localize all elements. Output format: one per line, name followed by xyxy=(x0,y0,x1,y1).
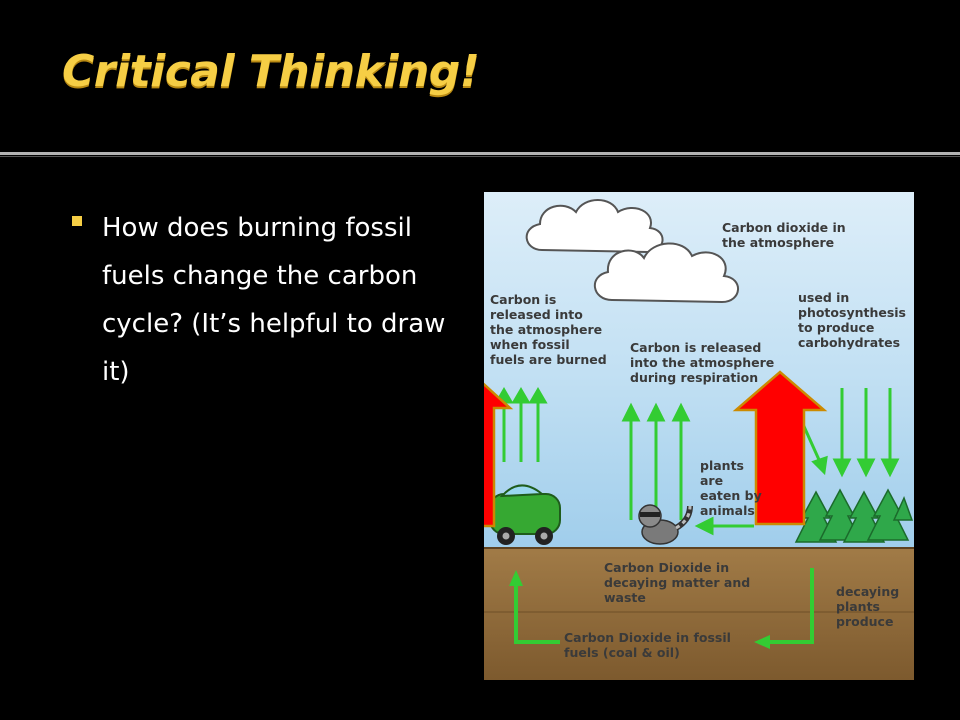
carbon-cycle-diagram: Carbon dioxide in the atmosphere Carbon … xyxy=(484,192,914,680)
photosynthesis-arrows xyxy=(800,388,900,478)
car-icon xyxy=(489,484,561,545)
fossil-release-arrows xyxy=(494,387,548,462)
diagram-graphics xyxy=(484,192,914,680)
bullet-text: How does burning fossil fuels change the… xyxy=(102,213,446,387)
eaten-arrow xyxy=(694,516,754,536)
cloud-icon xyxy=(593,242,739,304)
label-decaying-plants: decaying plants produce xyxy=(836,584,900,629)
soil-cycle-arrows xyxy=(514,568,814,644)
slide-title: Critical Thinking! xyxy=(62,46,480,97)
title-bar: Critical Thinking! xyxy=(0,0,960,150)
respiration-arrows xyxy=(621,402,691,520)
title-divider xyxy=(0,152,960,155)
title-divider-shadow xyxy=(0,156,960,157)
label-eaten: plants are eaten by animals xyxy=(700,458,762,518)
red-arrow-icon xyxy=(732,370,828,526)
label-decaying-matter: Carbon Dioxide in decaying matter and wa… xyxy=(604,560,751,605)
bullet-marker xyxy=(72,216,82,226)
label-atmosphere: Carbon dioxide in the atmosphere xyxy=(722,220,846,250)
label-fossil-fuels: Carbon Dioxide in fossil fuels (coal & o… xyxy=(564,630,731,660)
label-fossil-release: Carbon is released into the atmosphere w… xyxy=(490,292,607,367)
tree-icon xyxy=(794,488,914,543)
soil-area xyxy=(484,548,914,680)
label-photosynthesis: used in photosynthesis to produce carboh… xyxy=(798,290,907,350)
cloud-icon xyxy=(525,199,664,254)
label-respiration: Carbon is released into the atmosphere d… xyxy=(630,340,775,385)
red-arrow-icon xyxy=(484,382,514,528)
raccoon-icon xyxy=(638,504,693,545)
